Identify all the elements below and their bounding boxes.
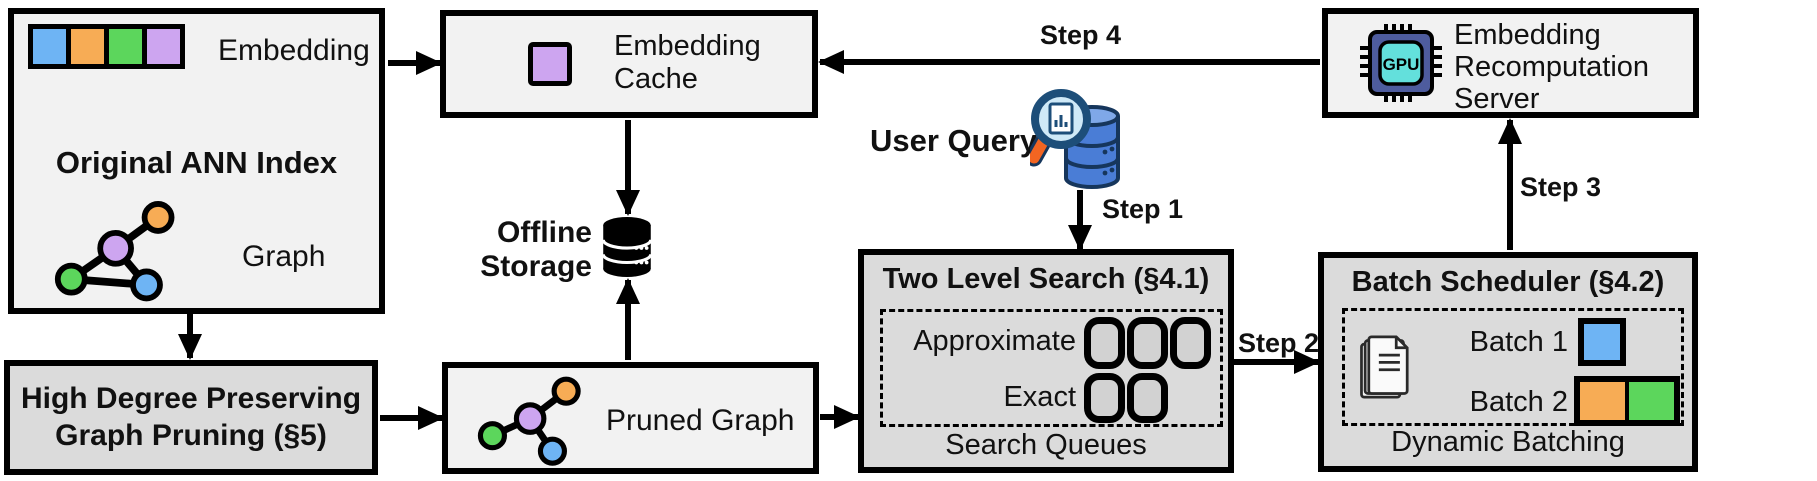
two-level-search-box: Two Level Search (§4.1) Approximate Exac… (858, 249, 1234, 473)
pruned-graph-icon (477, 376, 581, 466)
step3-label: Step 3 (1520, 172, 1602, 202)
two-level-search-title: Two Level Search (§4.1) (882, 263, 1210, 295)
graph-pruning-line1: High Degree Preserving (20, 381, 362, 415)
dynamic-batching-dashed-box (1342, 308, 1684, 426)
graph-pruning-box: High Degree Preserving Graph Pruning (§5… (4, 360, 378, 475)
database-icon (601, 217, 653, 277)
documents-icon (1360, 335, 1409, 399)
approximate-queue-slots (1084, 317, 1211, 369)
embedding-square-orange (71, 29, 104, 64)
exact-queue-slots (1084, 373, 1168, 423)
queue-slot (1127, 373, 1168, 423)
queue-slot (1170, 317, 1211, 369)
embedding-cache-line2: Cache (614, 63, 698, 96)
dynamic-batching-caption: Dynamic Batching (1391, 425, 1625, 458)
batch-scheduler-box: Batch Scheduler (§4.2) Batch 1 Batch 2 D… (1318, 252, 1698, 472)
cached-embedding-square (528, 42, 572, 86)
embedding-square-green (109, 29, 142, 64)
pruned-graph-label: Pruned Graph (606, 404, 795, 437)
graph-label: Graph (242, 240, 326, 273)
embedding-cache-box: Embedding Cache (440, 10, 818, 118)
original-ann-index-box: Embedding Original ANN Index Graph (8, 8, 385, 314)
offline-storage-label: Offline Storage (480, 216, 592, 284)
embedding-label: Embedding (218, 34, 370, 67)
embedding-strip (28, 24, 185, 69)
batch-scheduler-title: Batch Scheduler (§4.2) (1351, 266, 1665, 298)
batch2-squares (1574, 376, 1680, 426)
search-queues-caption: Search Queues (945, 428, 1147, 461)
gpu-icon-label: GPU (1383, 55, 1420, 74)
recomputation-server-box: GPU Embedding Recomputation Server (1322, 8, 1699, 118)
ann-index-title: Original ANN Index (55, 145, 338, 180)
recomputation-line1: Embedding (1454, 19, 1601, 51)
approximate-label: Approximate (913, 325, 1076, 357)
gpu-icon: GPU (1360, 24, 1442, 102)
user-query-label: User Query (870, 123, 1038, 158)
queue-slot (1084, 317, 1125, 369)
pruned-graph-box: Pruned Graph (442, 362, 819, 474)
batch2-label: Batch 2 (1469, 386, 1568, 418)
batch1-label: Batch 1 (1469, 326, 1568, 358)
batch2-square-green (1629, 382, 1674, 420)
step1-label: Step 1 (1102, 194, 1184, 224)
recomputation-line3: Server (1454, 82, 1540, 115)
queue-slot (1127, 317, 1168, 369)
graph-icon (54, 201, 175, 302)
embedding-cache-line1: Embedding (614, 30, 761, 62)
queue-slot (1084, 373, 1125, 423)
embedding-square-purple (147, 29, 180, 64)
step2-label: Step 2 (1238, 328, 1320, 358)
embedding-square-blue (33, 29, 66, 64)
search-queues-dashed-box (880, 309, 1223, 427)
recomputation-line2: Recomputation (1454, 50, 1650, 83)
graph-pruning-line2: Graph Pruning (§5) (55, 418, 327, 452)
step4-label: Step 4 (1040, 20, 1122, 50)
exact-label: Exact (1003, 381, 1076, 413)
user-query-icon (1030, 89, 1120, 189)
batch2-square-orange (1580, 382, 1625, 420)
batch1-square-blue (1578, 318, 1626, 366)
